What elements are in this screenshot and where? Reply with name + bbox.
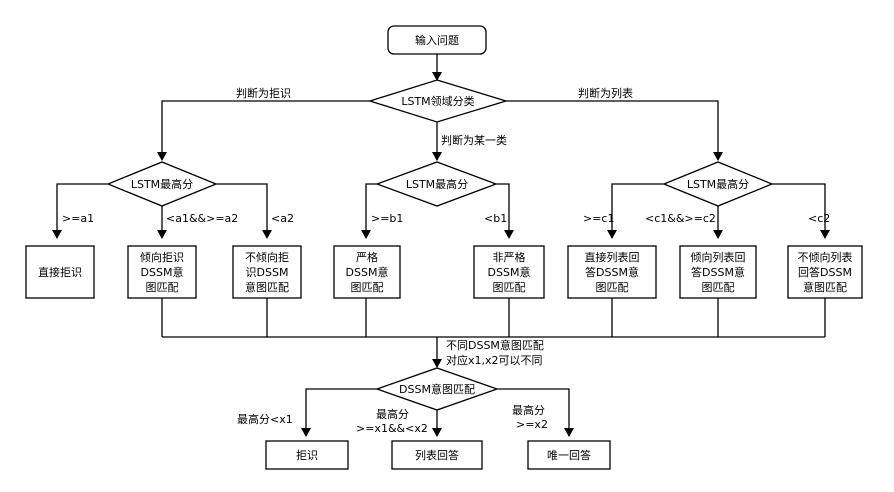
box-3-line-2: 识DSSM	[246, 266, 289, 279]
dssm-decision: DSSM意图匹配	[375, 367, 499, 411]
branch-label-category: 判断为某一类	[441, 133, 507, 147]
edge-left-a2	[216, 183, 268, 238]
box-3: 不倾向拒 识DSSM 意图匹配	[232, 245, 302, 299]
box-7-line-2: 答DSSM意	[691, 265, 745, 279]
box-8-line-1: 不倾向列表	[798, 250, 853, 264]
box-6-line-2: 答DSSM意	[585, 265, 639, 279]
arrow-to-outcome-2	[432, 428, 442, 437]
dssm-branch-left: 最高分<x1	[237, 412, 293, 426]
right-decision: LSTM最高分	[662, 161, 774, 207]
arrow-to-right-decision	[713, 152, 723, 161]
box-8-line-2: 回答DSSM	[798, 265, 852, 279]
box-6-line-3: 图匹配	[596, 281, 629, 294]
box-4-line-1: 严格	[356, 250, 378, 264]
threshold-middle-1: >=b1	[371, 212, 403, 225]
left-decision: LSTM最高分	[106, 161, 218, 207]
box-6-line-1: 直接列表回	[585, 250, 640, 264]
box-4-line-2: DSSM意	[346, 265, 389, 279]
arrow-to-left-decision	[157, 152, 167, 161]
edge-middle-lt-b1	[496, 183, 510, 238]
edge-dssm-right	[497, 388, 570, 436]
arrow-to-box-5	[504, 230, 514, 239]
edge-right-c1	[611, 183, 664, 238]
edge-domain-to-right	[506, 100, 719, 160]
box-7-line-1: 倾向列表回	[691, 250, 746, 264]
branch-label-list: 判断为列表	[578, 86, 633, 100]
outcome-2: 列表回答	[391, 440, 483, 470]
arrow-to-box-2	[157, 230, 167, 239]
box-6: 直接列表回 答DSSM意 图匹配	[567, 245, 657, 299]
arrow-to-box-6	[607, 230, 617, 239]
outcome-3: 唯一回答	[527, 440, 611, 470]
edge-merge-bus	[161, 298, 826, 338]
arrow-to-outcome-1	[301, 428, 311, 437]
box-3-line-1: 不倾向拒	[245, 250, 289, 264]
outcome-3-label: 唯一回答	[547, 448, 591, 462]
dssm-branch-right-line-2: >=x2	[516, 418, 548, 431]
box-7: 倾向列表回 答DSSM意 图匹配	[679, 245, 757, 299]
box-2: 倾向拒识 DSSM意 图匹配	[127, 245, 197, 299]
box-3-line-3: 意图匹配	[245, 280, 289, 294]
arrow-to-domain	[432, 72, 442, 81]
dssm-branch-middle-line-2: >=x1&&<x2	[356, 422, 428, 435]
box-4: 严格 DSSM意 图匹配	[333, 245, 401, 299]
arrow-to-dssm-decision	[432, 359, 442, 368]
box-5: 非严格 DSSM意 图匹配	[473, 245, 545, 299]
arrow-to-outcome-3	[564, 428, 574, 437]
threshold-middle-2: <b1	[484, 212, 507, 225]
arrow-to-middle-decision	[432, 152, 442, 161]
box-1: 直接拒识	[25, 245, 95, 299]
dssm-branch-middle-line-1: 最高分	[376, 407, 409, 421]
middle-decision: LSTM最高分	[375, 161, 498, 207]
arrow-to-box-4	[361, 230, 371, 239]
edge-domain-to-left	[161, 100, 370, 160]
box-7-line-3: 图匹配	[702, 281, 735, 294]
threshold-left-2: <a1&&>=a2	[166, 212, 238, 225]
edge-left-a1	[56, 183, 108, 238]
threshold-left-3: <a2	[271, 212, 294, 225]
outcome-1: 拒识	[265, 440, 349, 470]
branch-label-reject: 判断为拒识	[236, 86, 291, 100]
threshold-left-1: >=a1	[62, 212, 94, 225]
edge-right-c2	[772, 183, 826, 238]
threshold-right-1: >=c1	[583, 212, 614, 225]
right-decision-label: LSTM最高分	[687, 177, 749, 191]
merge-note-line-2: 对应x1,x2可以不同	[446, 353, 543, 367]
edge-middle-b1	[365, 183, 377, 238]
outcome-1-label: 拒识	[296, 449, 318, 462]
edge-dssm-left	[305, 388, 377, 436]
start-node: 输入问题	[387, 25, 487, 55]
arrowheads	[52, 72, 830, 437]
box-8-line-3: 意图匹配	[803, 280, 847, 294]
box-1-line-1: 直接拒识	[38, 265, 82, 279]
box-2-line-3: 图匹配	[146, 281, 179, 294]
threshold-right-2: <c1&&>=c2	[645, 212, 716, 225]
threshold-right-3: <c2	[808, 212, 830, 225]
box-2-line-1: 倾向拒识	[140, 250, 184, 264]
box-5-line-3: 图匹配	[493, 281, 526, 294]
dssm-decision-label: DSSM意图匹配	[399, 382, 475, 396]
start-label: 输入问题	[415, 33, 459, 47]
middle-decision-label: LSTM最高分	[406, 177, 468, 191]
arrow-to-box-8	[820, 230, 830, 239]
domain-decision: LSTM领域分类	[367, 79, 509, 123]
dssm-branch-right-line-1: 最高分	[512, 403, 545, 417]
box-4-line-3: 图匹配	[351, 281, 384, 294]
arrow-to-box-3	[262, 230, 272, 239]
outcome-2-label: 列表回答	[415, 448, 459, 462]
left-decision-label: LSTM最高分	[131, 177, 193, 191]
edge-labels: 判断为拒识 判断为某一类 判断为列表 >=a1 <a1&&>=a2 <a2 >=…	[62, 86, 830, 435]
merge-note-line-1: 不同DSSM意图匹配	[446, 338, 544, 352]
arrow-to-box-7	[713, 230, 723, 239]
box-8: 不倾向列表 回答DSSM 意图匹配	[787, 245, 863, 299]
box-2-line-2: DSSM意	[141, 265, 184, 279]
arrow-to-box-1	[52, 230, 62, 239]
domain-decision-label: LSTM领域分类	[401, 94, 474, 108]
box-5-line-2: DSSM意	[488, 265, 531, 279]
edges	[56, 54, 826, 436]
box-5-line-1: 非严格	[493, 250, 526, 264]
